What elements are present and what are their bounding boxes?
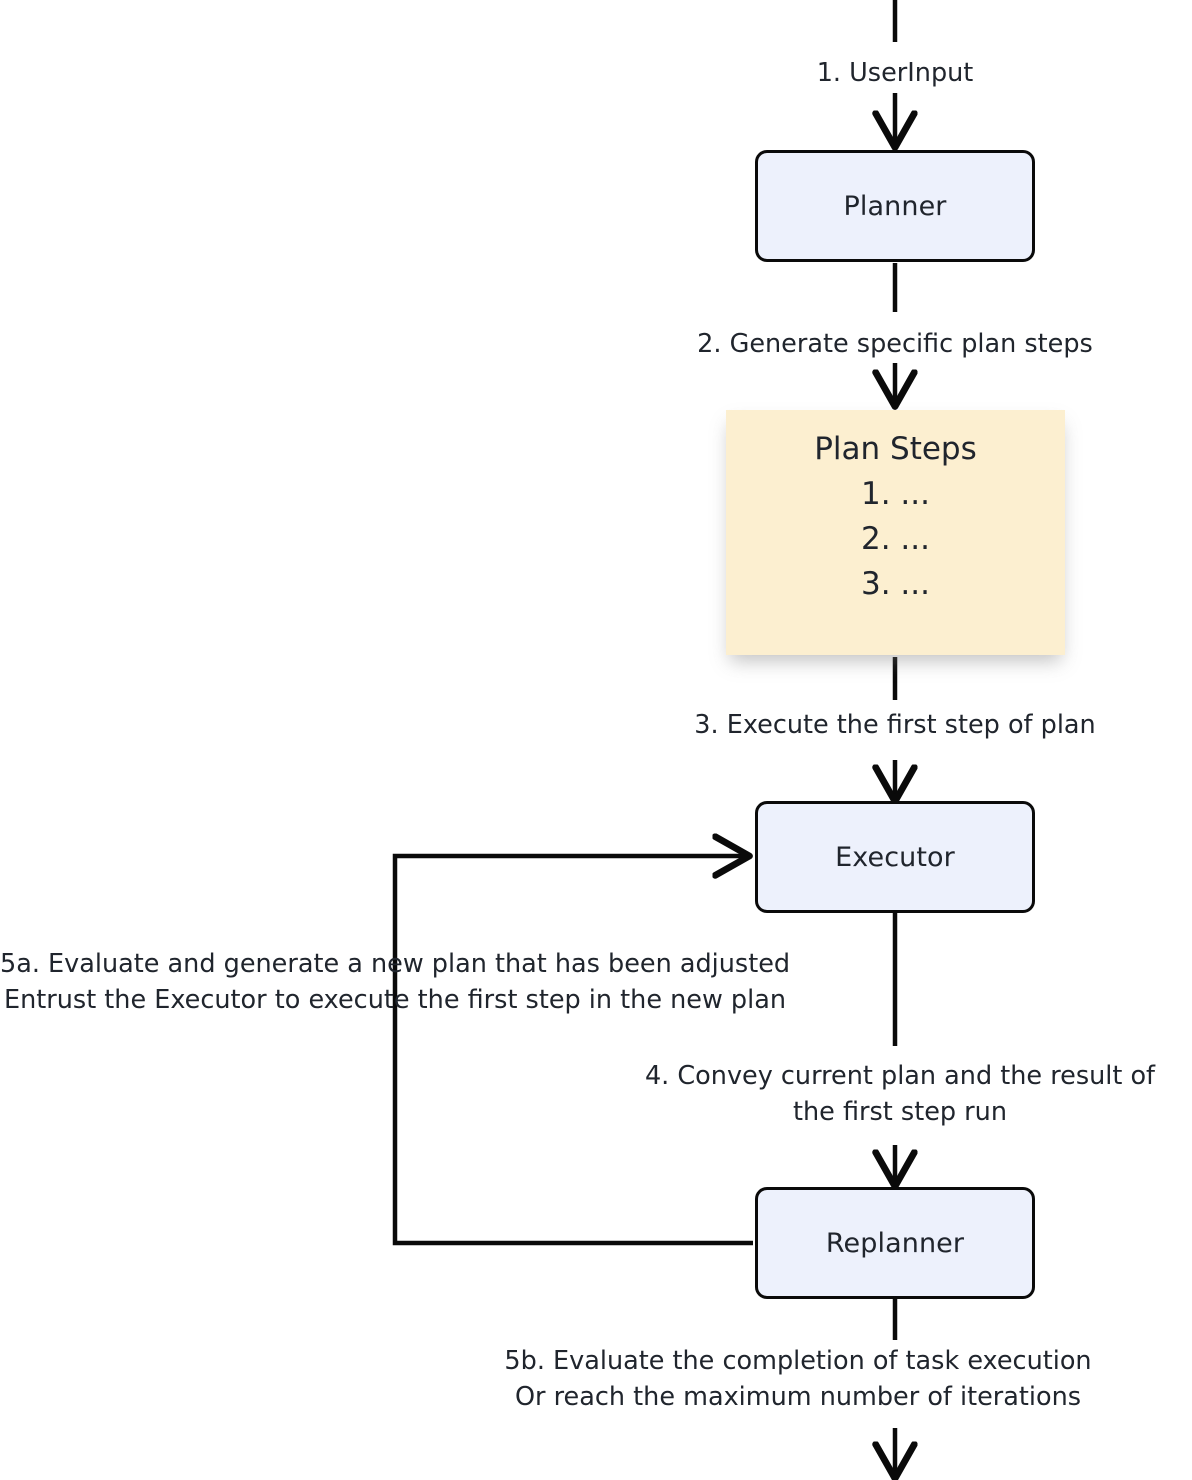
edge-replanner-to-executor-loop [392,856,753,1246]
edge-label-convey-result: 4. Convey current plan and the result of… [555,1058,1192,1130]
plan-steps-item-1: 1. ... [861,475,930,512]
plan-steps-item-2: 2. ... [861,520,930,557]
replan-loop-line-1: 5a. Evaluate and generate a new plan tha… [0,949,791,979]
plan-steps-item-3: 3. ... [861,565,930,602]
node-planner[interactable]: Planner [755,150,1035,262]
edge-label-user-input: 1. UserInput [816,58,974,88]
node-plan-steps[interactable]: Plan Steps 1. ... 2. ... 3. ... [726,410,1065,655]
node-replanner-label: Replanner [825,1227,965,1259]
convey-result-line-1: 4. Convey current plan and the result of [644,1061,1156,1091]
node-replanner[interactable]: Replanner [755,1187,1035,1299]
replan-loop-line-2: Entrust the Executor to execute the firs… [4,985,786,1016]
node-executor[interactable]: Executor [755,801,1035,913]
edge-label-execute-first-step: 3. Execute the first step of plan [694,710,1096,740]
edge-label-finish: 5b. Evaluate the completion of task exec… [404,1343,1192,1415]
plan-steps-title: Plan Steps [814,431,977,467]
finish-line-1: 5b. Evaluate the completion of task exec… [504,1346,1092,1376]
convey-result-line-2: the first step run [793,1097,1007,1128]
edge-label-generate-plan: 2. Generate specific plan steps [697,329,1093,359]
edge-label-replan-loop: 5a. Evaluate and generate a new plan tha… [0,946,790,1018]
diagram-title: Plan-and-Execute Agent Loop [0,21,1,22]
node-executor-label: Executor [835,841,955,873]
finish-line-2: Or reach the maximum number of iteration… [514,1382,1082,1413]
node-planner-label: Planner [843,190,947,222]
